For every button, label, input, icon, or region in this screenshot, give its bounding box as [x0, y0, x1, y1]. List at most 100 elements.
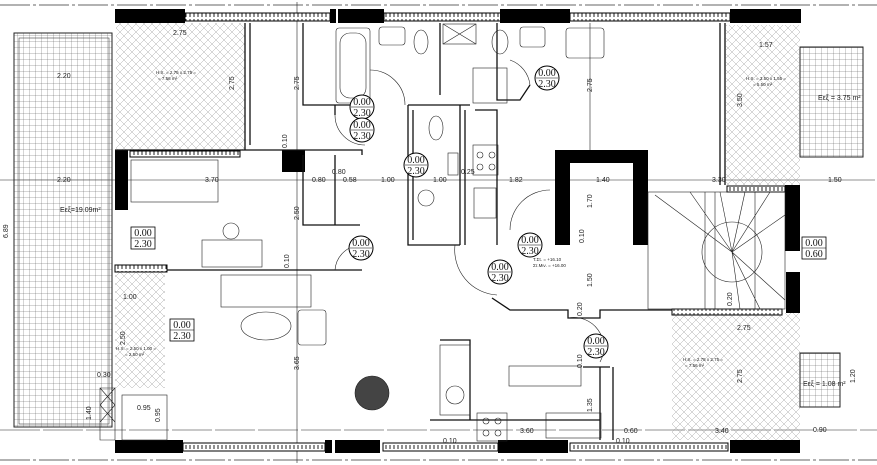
dim-label: 3.70: [205, 177, 219, 184]
west-balcony-area: Εεξ=19.09m²: [60, 207, 101, 214]
hx-bedroom-line2: = 7.56 m²: [158, 76, 178, 81]
se-balcony-area: Εεξ = 1.08 m²: [803, 381, 846, 388]
dim-label: 0.90: [813, 427, 827, 434]
level-floor: 0.00: [353, 120, 371, 131]
dim-label: 2.75: [173, 30, 187, 37]
dim-label: 0.80: [312, 177, 326, 184]
level-ceiling: 2.30: [538, 79, 556, 90]
dim-label: 1.00: [123, 294, 137, 301]
dim-label: 0.10: [579, 229, 586, 243]
level-floor: 0.00: [587, 336, 605, 347]
dim-label: 3.60: [520, 428, 534, 435]
stair-core: [555, 150, 648, 245]
level-height: 0.60: [805, 249, 823, 260]
bedroom-hatched-area: [116, 23, 245, 150]
level-floor: 0.00: [352, 238, 370, 249]
level-ceiling: 2.30: [352, 249, 370, 260]
se-hatched-area: [672, 313, 800, 440]
level-ceiling: 2.30: [353, 108, 371, 119]
dim-label: 0.95: [155, 408, 162, 422]
exterior-walls: [114, 9, 801, 453]
level-floor: 0.00: [538, 68, 556, 79]
level-floor: 0.00: [805, 238, 823, 249]
dim-label: 2.75: [229, 76, 236, 90]
level-floor: 0.00: [491, 262, 509, 273]
hx-sw-line2: = 2.50 m²: [125, 352, 145, 357]
level-marker-bath: 0.00 2.30: [349, 94, 375, 120]
level-ceiling: 2.30: [353, 131, 371, 142]
dim-label: 0.10: [616, 438, 630, 445]
dim-label: 2.50: [294, 206, 301, 220]
dim-label: 0.80: [332, 169, 346, 176]
level-floor: 0.00: [521, 235, 539, 246]
level-ceiling: 2.30: [173, 331, 191, 342]
dim-label: 0.20: [577, 302, 584, 316]
dim-label: 0.60: [624, 428, 638, 435]
hx-se-line2: = 7.56 m²: [685, 363, 705, 368]
dim-label: 2.75: [587, 78, 594, 92]
west-balcony: [13, 32, 113, 428]
dim-label: 0.10: [443, 438, 457, 445]
dim-label: 0.95: [137, 405, 151, 412]
dim-label: 0.20: [727, 292, 734, 306]
dim-label: 1.40: [596, 177, 610, 184]
level-marker-entry: 0.00 2.30: [517, 232, 543, 258]
level-floor: 0.00: [407, 155, 425, 166]
level-marker-wc: 0.00 2.30: [403, 152, 429, 178]
dim-label: 0.10: [577, 354, 584, 368]
dim-label: 1.57: [759, 42, 773, 49]
level-ceiling: 2.30: [587, 347, 605, 358]
dim-label: 1.35: [587, 398, 594, 412]
level-marker-closet: 0.00 2.30: [348, 235, 374, 261]
dim-label: 0.30: [97, 372, 111, 379]
elevation-note-min: Στ.Μιν. = +16.00: [533, 263, 566, 268]
level-ceiling: 2.30: [407, 166, 425, 177]
level-marker-kitchen: 0.00 2.30: [583, 333, 609, 359]
dim-label: 0.10: [284, 254, 291, 268]
dim-label: 6.89: [3, 224, 10, 238]
dim-label: 1.40: [86, 406, 93, 420]
dim-label: 3.30: [712, 177, 726, 184]
dimension-labels: 2.75 2.20 2.20 3.70 0.80 0.80 0.58 1.00 …: [3, 30, 857, 445]
dim-label: 3.50: [737, 93, 744, 107]
dim-label: 2.75: [737, 369, 744, 383]
ne-hatched-area: [726, 25, 800, 185]
dim-label: 0.10: [282, 134, 289, 148]
dim-label: 1.00: [433, 177, 447, 184]
dim-label: 3.65: [294, 356, 301, 370]
dim-label: 1.70: [587, 194, 594, 208]
dim-label: 1.50: [828, 177, 842, 184]
dim-label: 2.75: [737, 325, 751, 332]
level-ceiling: 2.30: [521, 246, 539, 257]
dim-label: 2.50: [120, 331, 127, 345]
se-balcony: [799, 352, 841, 408]
dim-label: 2.20: [57, 73, 71, 80]
sw-hatched-area: [115, 272, 165, 388]
hx-bedroom-line1: H.X. = 2.75 x 2.75 =: [156, 70, 196, 75]
dim-label: 0.58: [343, 177, 357, 184]
dim-label: 1.20: [850, 369, 857, 383]
dim-label: 0.25: [461, 169, 475, 176]
level-floor: 0.00: [134, 228, 152, 239]
level-marker-lobby: 0.00 2.30: [487, 259, 513, 285]
level-box-living: 0.00 2.30: [169, 318, 195, 342]
level-box-terrace: 0.00 0.60: [801, 236, 827, 260]
ne-balcony: [799, 46, 864, 158]
ne-balcony-area: Εεξ = 3.75 m²: [818, 95, 861, 102]
dim-label: 2.20: [57, 177, 71, 184]
dim-label: 2.75: [294, 76, 301, 90]
hx-ne-line1: H.X. = 3.50 x 1.55 =: [746, 76, 786, 81]
level-floor: 0.00: [173, 320, 191, 331]
hx-ne-line2: = 5.50 m²: [753, 82, 773, 87]
level-floor: 0.00: [353, 97, 371, 108]
level-marker-shower: 0.00 2.30: [534, 65, 560, 91]
dim-label: 1.50: [587, 273, 594, 287]
level-marker-hall: 0.00 2.30: [349, 117, 375, 143]
furniture: [99, 27, 605, 441]
dim-label: 1.82: [509, 177, 523, 184]
level-box-bedroom: 0.00 2.30: [130, 226, 156, 250]
elevation-note-top: T.Στ. = +16.10: [533, 257, 562, 262]
staircase: [647, 191, 786, 310]
